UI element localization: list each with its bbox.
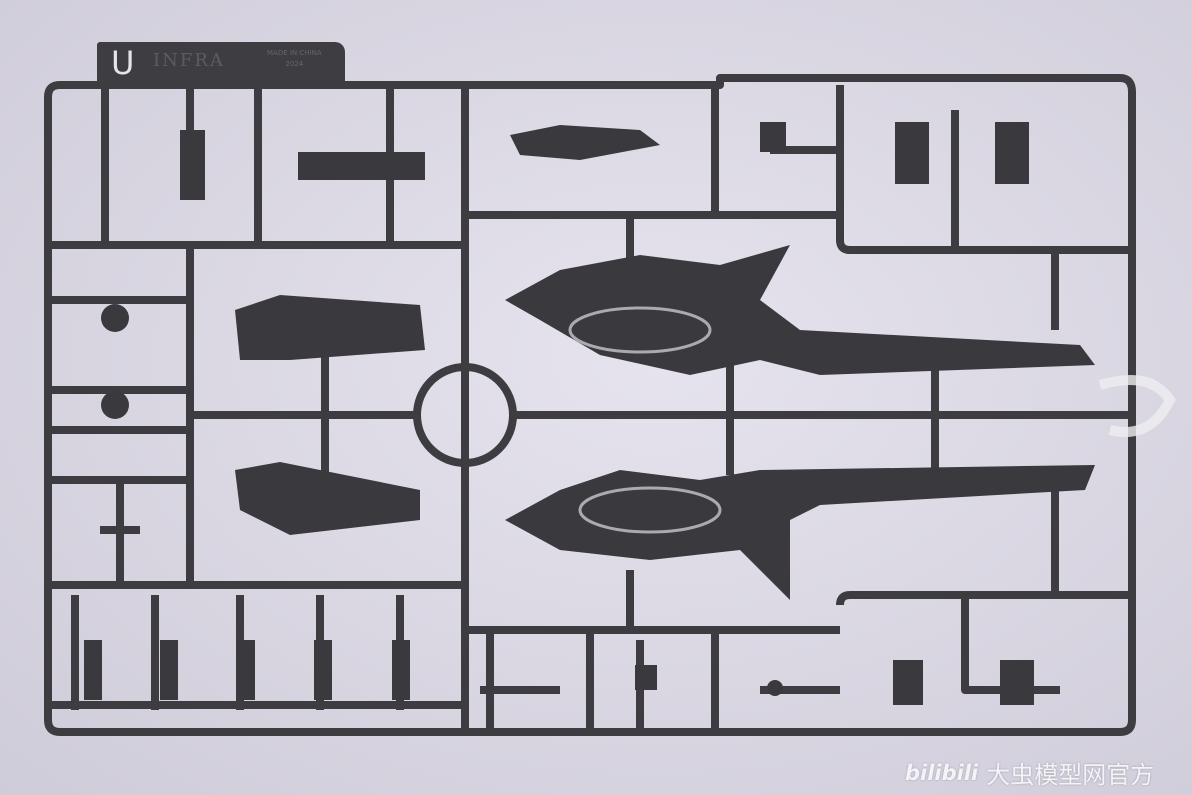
center-ring	[413, 363, 517, 467]
clear-part	[1098, 375, 1176, 437]
made-in-text: MADE IN CHINA	[267, 49, 322, 57]
small-parts	[180, 125, 660, 200]
weapon-blade-upper	[505, 245, 1095, 375]
sprue-letter: U	[111, 44, 135, 82]
arm-part-upper	[235, 295, 425, 360]
bilibili-logo: bilibili	[905, 760, 979, 785]
watermark-text: 大虫模型网官方	[986, 761, 1155, 789]
watermark: bilibili 大虫模型网官方	[905, 755, 1154, 790]
made-in-label: MADE IN CHINA 2024	[267, 48, 322, 70]
sprue-tag: U INFRA MADE IN CHINA 2024	[97, 42, 345, 82]
sprue-runners	[44, 74, 1136, 736]
brand-logo: INFRA	[153, 50, 225, 71]
block-part	[298, 152, 425, 180]
year-text: 2024	[285, 60, 304, 68]
weapon-blade-lower	[505, 465, 1095, 600]
arm-part-lower	[235, 462, 420, 535]
sprue-parts	[84, 122, 1095, 705]
